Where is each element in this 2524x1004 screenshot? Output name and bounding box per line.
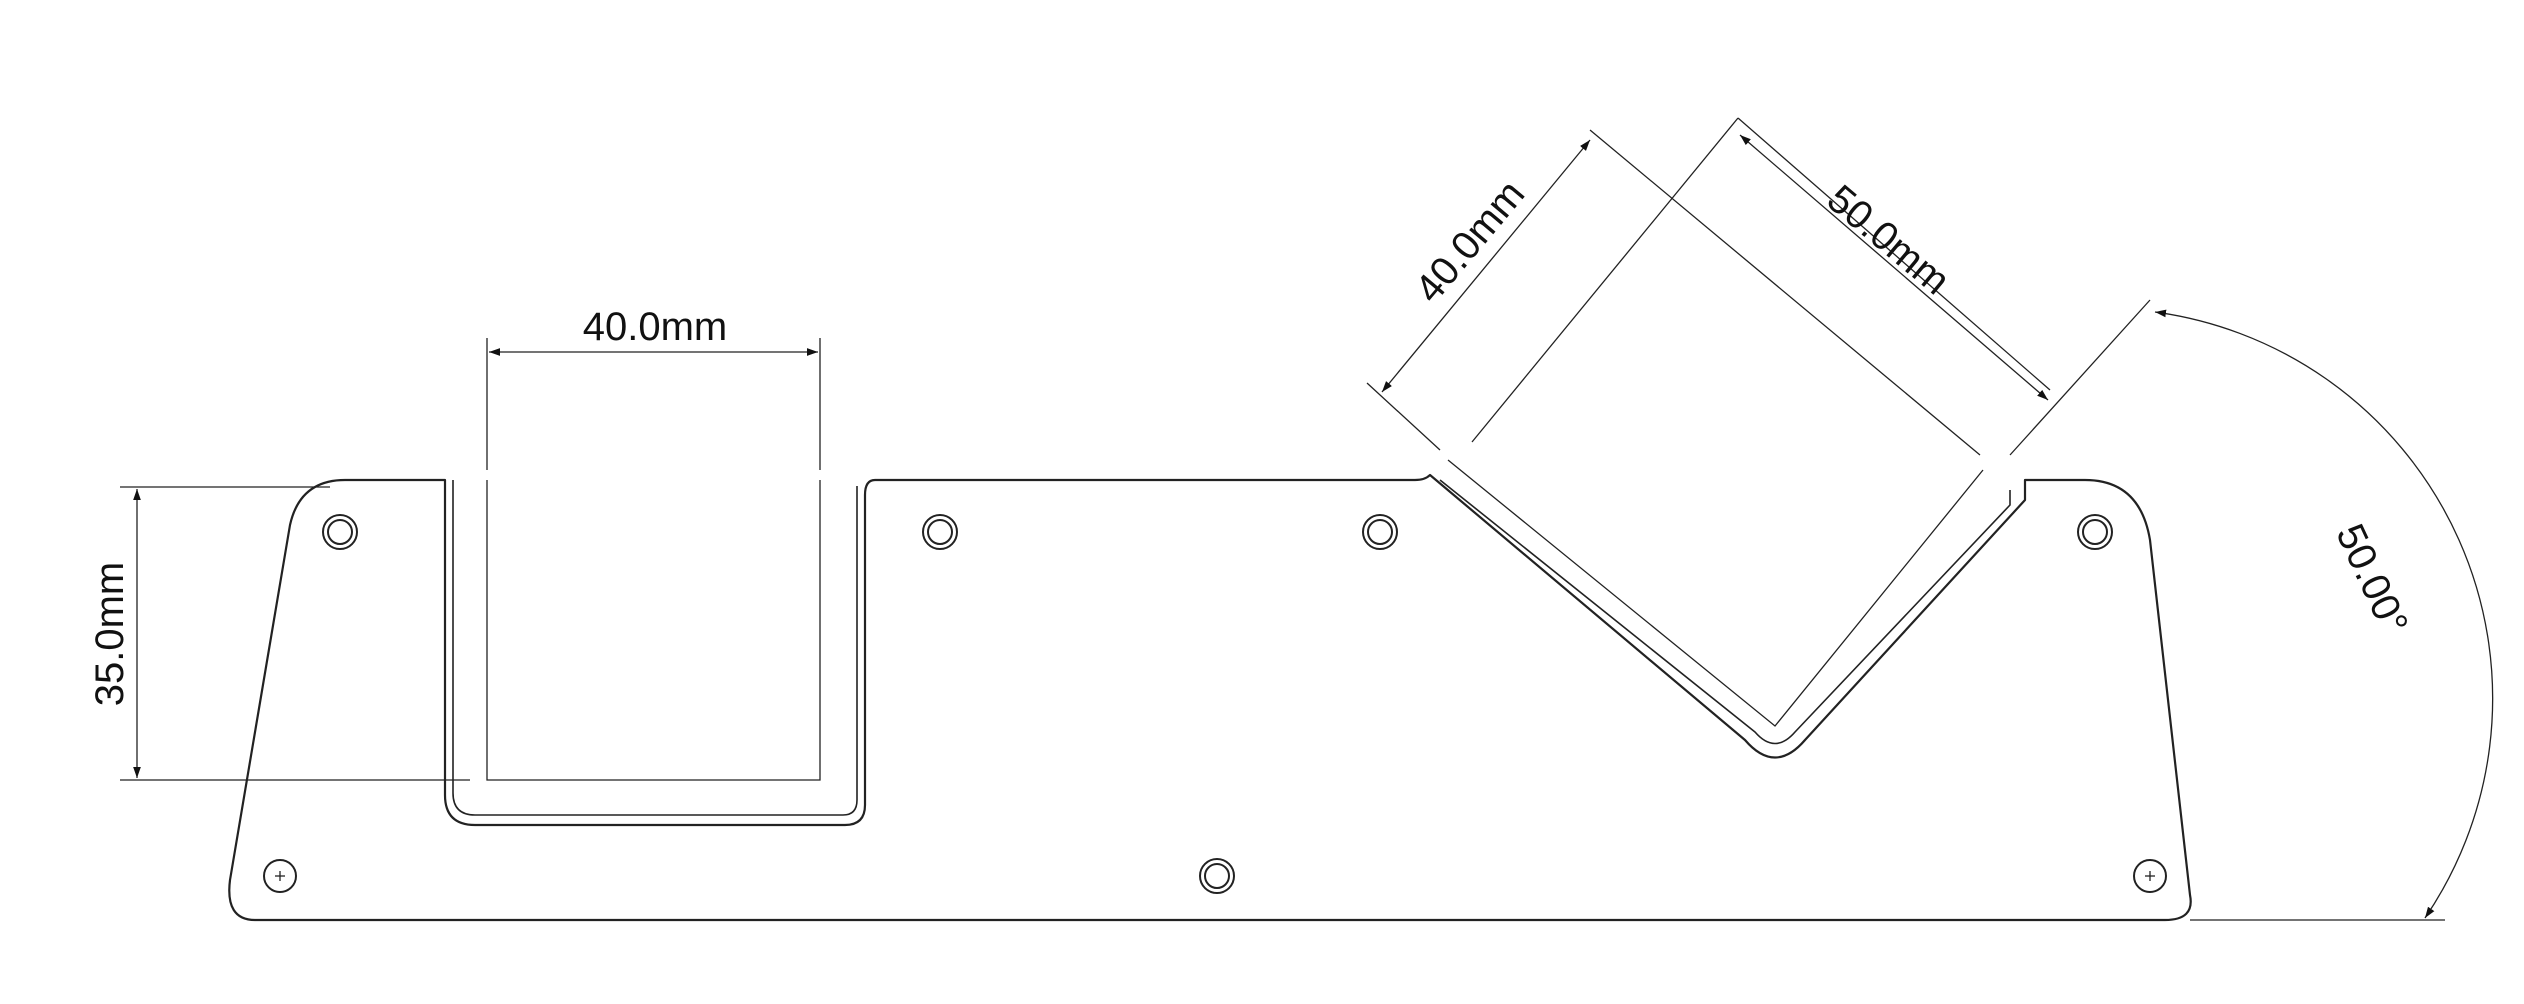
hole-bottom-left [263,859,297,893]
slot-inner-contour [452,480,858,816]
dimension-label-angle: 50.00° [2327,518,2416,642]
hole-top-right [2077,514,2113,550]
dimension-label-angled-slot-width: 40.0mm [1407,172,1534,311]
dimension-slot-width: 40.0mm [486,305,821,470]
dimension-angle: 50.00° [2154,309,2494,921]
plate-inner-contour [1439,479,2011,745]
dimension-angled-slot-width: 40.0mm [1366,117,1739,451]
hole-bottom-center [1199,858,1235,894]
hole-top-left [322,514,358,550]
dimension-label-slot-depth: 35.0mm [88,562,132,707]
dimension-label-slot-width: 40.0mm [583,305,728,349]
dimension-label-angled-slot-depth: 50.0mm [1819,177,1958,304]
hole-bottom-right [2133,859,2167,893]
plate-outline [228,473,2192,922]
dimension-angled-slot-depth: 50.0mm [1589,117,2151,456]
hole-top-center-right [1362,514,1398,550]
straight-slot [486,480,821,781]
dimension-slot-depth: 35.0mm [88,486,470,781]
hole-top-center-left [922,514,958,550]
angled-slot [1447,459,1984,727]
